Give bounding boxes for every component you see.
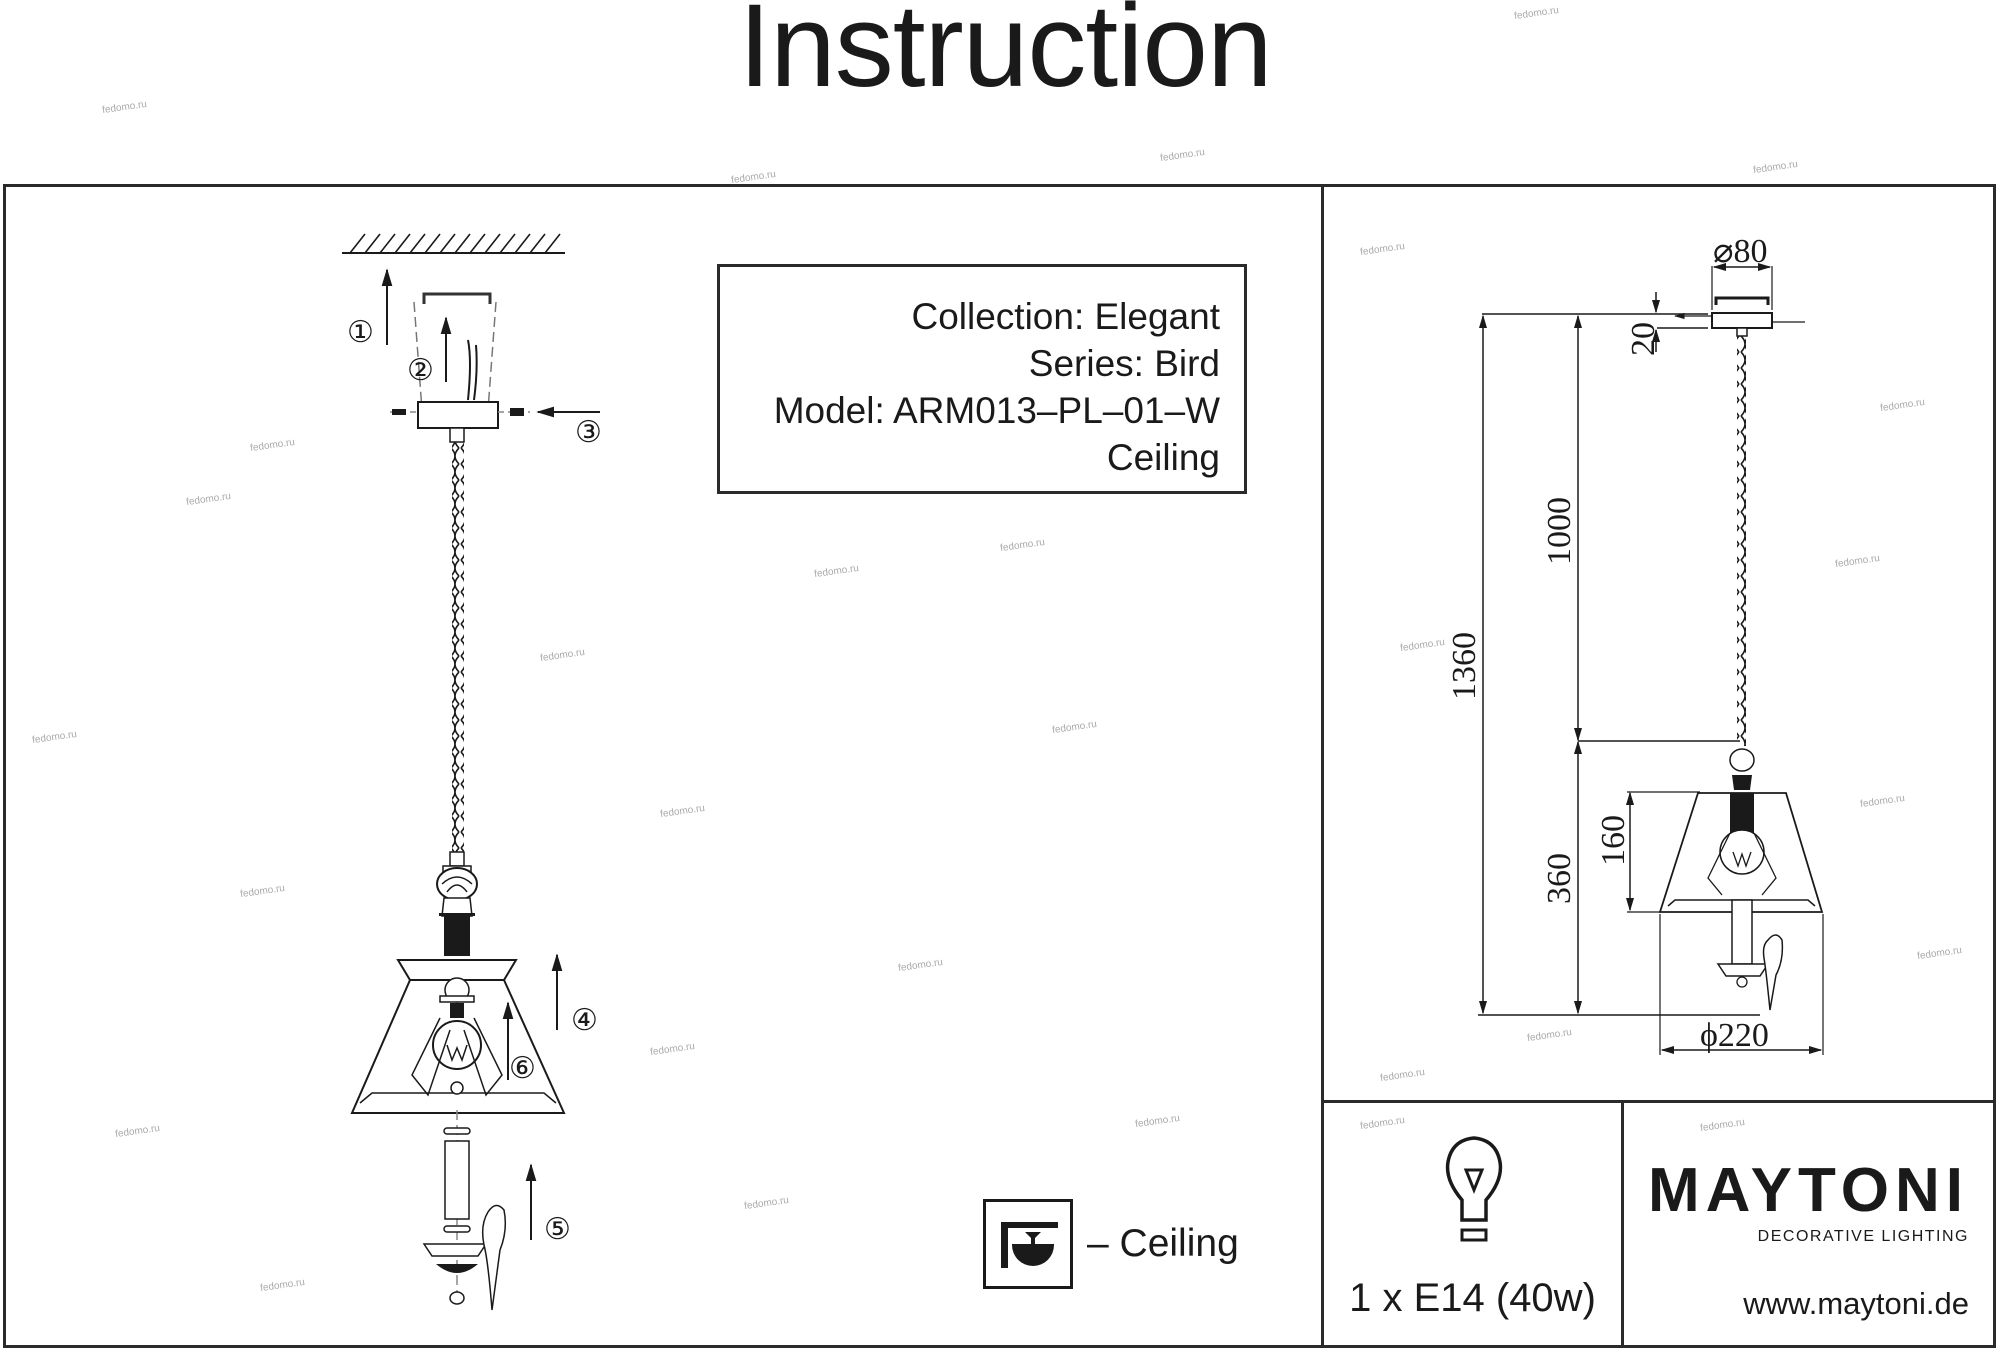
product-info-box: Collection: Elegant Series: Bird Model: …: [717, 264, 1247, 494]
canopy-height-label: 20: [1625, 322, 1662, 356]
step-2-marker: ②: [407, 353, 434, 388]
ceiling-mount-icon: [983, 1199, 1073, 1289]
step-5-marker: ⑤: [544, 1212, 571, 1247]
page-title: Instruction: [738, 0, 1272, 112]
canopy-diameter-label: ⌀80: [1713, 233, 1767, 270]
step-1-marker: ①: [347, 315, 374, 350]
ceiling-hatch: [342, 233, 565, 254]
lamp-shade: [350, 953, 566, 1114]
vertical-divider: [1321, 184, 1324, 1348]
mounting-legend: – Ceiling: [983, 1199, 1239, 1289]
candle-and-bird: [422, 1110, 537, 1311]
mounting-label: – Ceiling: [1087, 1222, 1239, 1265]
shade-diameter-label: ϕ220: [1700, 1017, 1769, 1054]
brand-tagline: DECORATIVE LIGHTING: [1757, 1228, 1969, 1245]
brand-logo: MAYTONI DECORATIVE LIGHTING: [1624, 1160, 1969, 1246]
step-6-marker: ⑥: [509, 1051, 536, 1086]
brand-name: MAYTONI: [1647, 1156, 1969, 1225]
lamp-holder: [436, 851, 478, 956]
horizontal-divider: [1321, 1100, 1996, 1103]
total-height-label: 1360: [1446, 632, 1483, 700]
step-3-marker: ③: [575, 415, 602, 450]
lamp-height-label: 360: [1541, 853, 1578, 904]
canopy-plate: [390, 401, 600, 443]
light-bulb-icon: [1445, 1136, 1503, 1242]
bulb-spec: 1 x E14 (40w): [1349, 1276, 1596, 1320]
series-label: Series: Bird: [1028, 343, 1220, 384]
cord-length-label: 1000: [1541, 497, 1578, 565]
mounting-bracket: [413, 292, 497, 411]
footer-divider: [1621, 1100, 1624, 1348]
model-label: Model: ARM013–PL–01–W: [773, 390, 1220, 431]
brand-website: www.maytoni.de: [1743, 1286, 1969, 1321]
dimension-drawing: [1478, 262, 1824, 1055]
shade-height-label: 160: [1595, 815, 1632, 866]
step-4-marker: ④: [571, 1003, 598, 1038]
twisted-cord: [452, 442, 464, 852]
drawing-frame: [3, 184, 1996, 1348]
type-label: Ceiling: [1106, 437, 1220, 478]
collection-label: Collection: Elegant: [911, 296, 1220, 337]
